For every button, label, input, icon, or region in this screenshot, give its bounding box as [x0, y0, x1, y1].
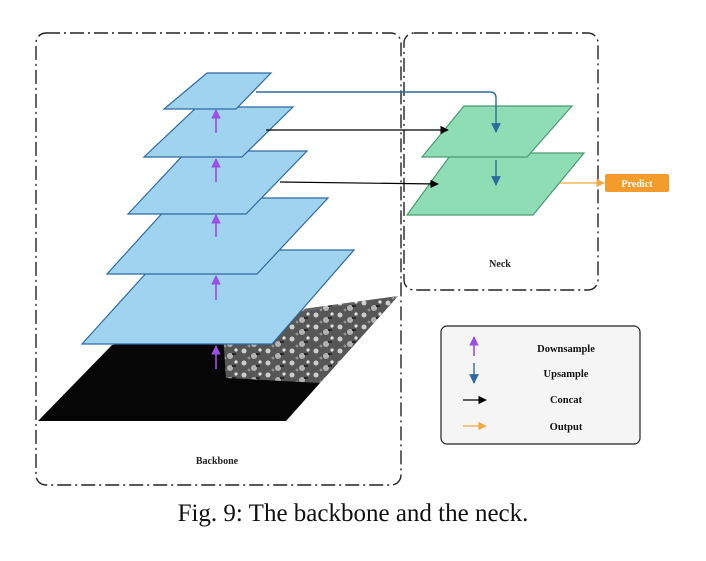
backbone-layer-3	[126, 150, 309, 215]
backbone-frame	[35, 32, 402, 486]
backbone-layer-2	[105, 197, 330, 275]
concat-arrow-lower	[279, 179, 439, 189]
neck-layer-top	[420, 105, 574, 158]
neck-frame	[403, 32, 599, 291]
neck-label: Neck	[489, 259, 511, 270]
legend-box	[440, 325, 641, 445]
predict-label: Predict	[622, 179, 654, 190]
legend-concat: Concat	[550, 395, 583, 406]
legend-output: Output	[550, 422, 583, 433]
legend-downsample: Downsample	[537, 344, 595, 355]
predict-box	[605, 174, 669, 192]
top-skip-connection	[256, 91, 501, 133]
figure-caption: Fig. 9: The backbone and the neck.	[177, 500, 529, 527]
backbone-label: Backbone	[196, 456, 239, 467]
legend: Downsample Upsample Concat Output	[440, 325, 641, 445]
legend-upsample: Upsample	[544, 369, 589, 380]
backbone-layer-5	[162, 72, 273, 110]
backbone-layer-4	[142, 106, 295, 158]
